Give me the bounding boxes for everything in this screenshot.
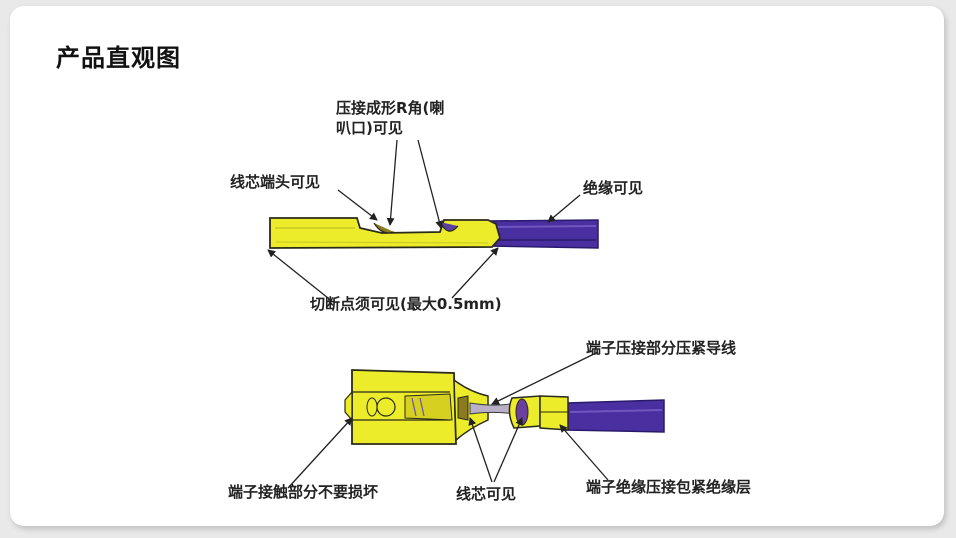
arrow-flare-2 — [417, 139, 444, 229]
arrow-insulation-crimp — [559, 424, 609, 481]
label-flare-line2: 叭口)可见 — [336, 119, 403, 137]
label-cut-point: 切断点须可见(最大0.5mm) — [310, 295, 502, 313]
label-insulation-crimp: 端子绝缘压接包紧绝缘层 — [586, 478, 752, 496]
bottom-terminal-illustration — [344, 369, 665, 445]
label-insulation: 绝缘可见 — [583, 179, 644, 197]
arrow-core-right — [493, 417, 523, 483]
label-flare-line1: 压接成形R角(喇 — [336, 99, 445, 117]
arrow-cut-right — [451, 247, 499, 299]
label-wire-end: 线芯端头可见 — [230, 173, 321, 191]
arrow-wire-end — [337, 189, 378, 221]
top-terminal-illustration — [269, 217, 599, 249]
slide-title: 产品直观图 — [56, 44, 181, 72]
arrow-core-left — [468, 417, 493, 483]
arrow-insulation — [547, 194, 581, 223]
arrow-cut-left — [267, 249, 329, 299]
label-contact: 端子接触部分不要损坏 — [228, 483, 379, 501]
arrow-flare-1 — [386, 139, 398, 226]
arrow-contact — [287, 417, 353, 489]
label-core-visible: 线芯可见 — [456, 485, 517, 503]
label-crimp-wire: 端子压接部分压紧导线 — [586, 339, 737, 357]
arrow-crimp-wire — [491, 351, 599, 405]
